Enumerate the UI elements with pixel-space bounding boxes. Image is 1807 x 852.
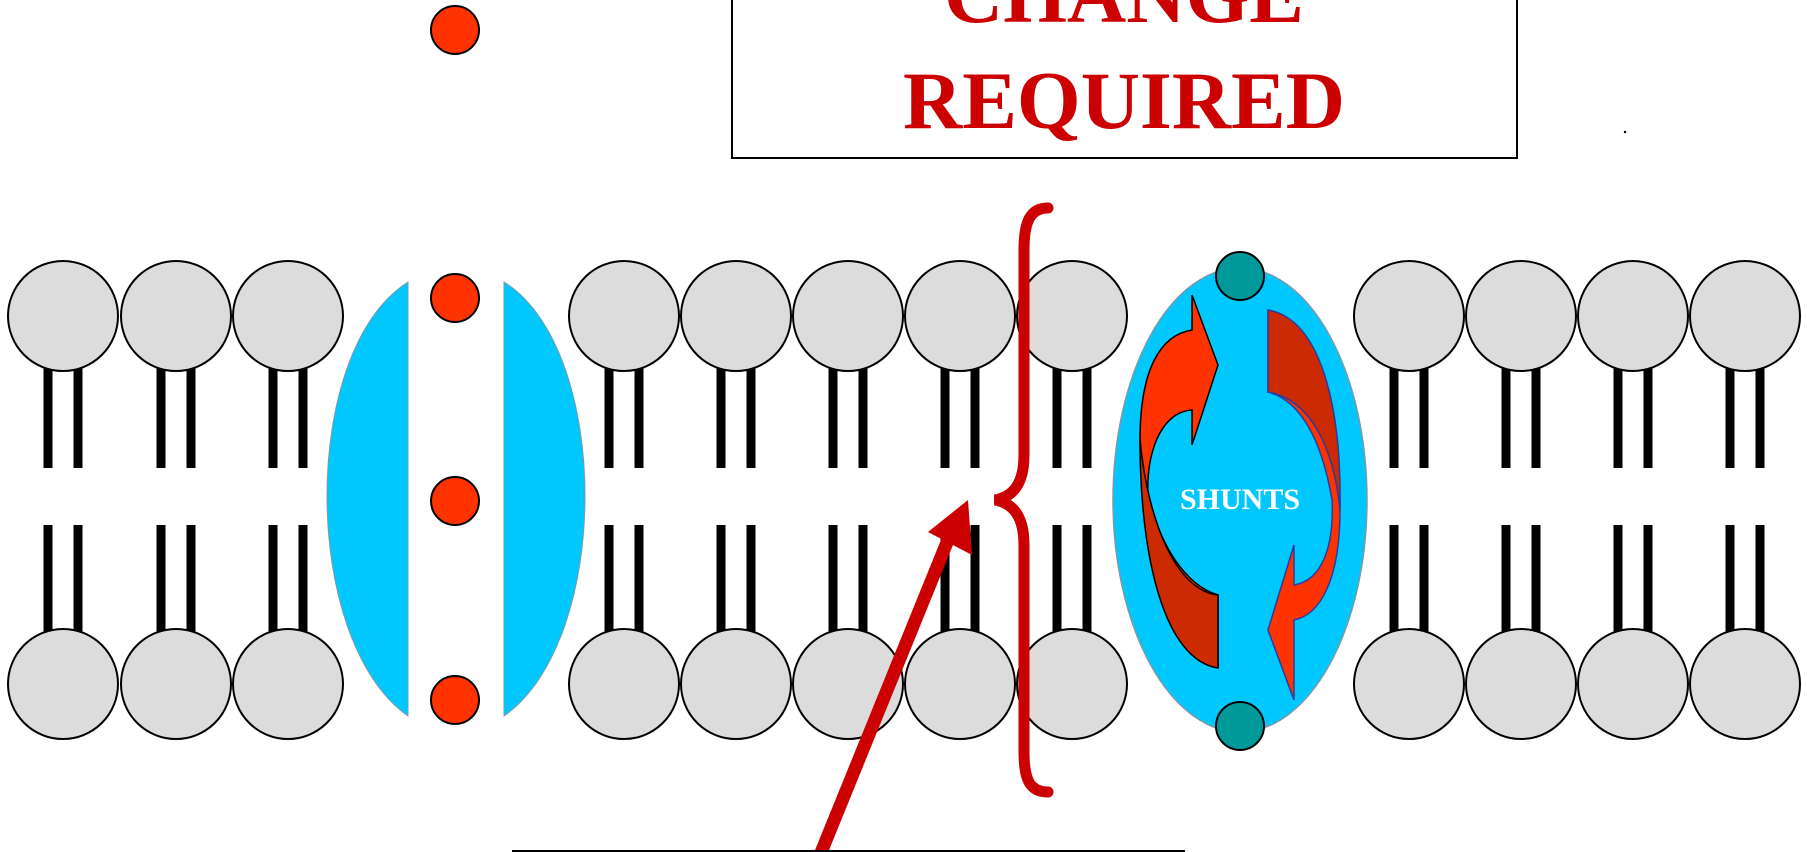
lipid-head bbox=[1465, 628, 1577, 740]
lipid-head bbox=[232, 260, 344, 372]
curly-brace bbox=[993, 202, 1054, 798]
lipid-head bbox=[1353, 628, 1465, 740]
ion-channel bbox=[326, 281, 586, 717]
shunt-arrow-up-shadow bbox=[1139, 439, 1219, 669]
lipid-head bbox=[1577, 260, 1689, 372]
lipid-head bbox=[1016, 628, 1128, 740]
lipid-head bbox=[792, 260, 904, 372]
gate-bottom bbox=[1215, 701, 1265, 751]
ion bbox=[430, 5, 480, 55]
lipid-head bbox=[568, 628, 680, 740]
shunt-label: SHUNTS bbox=[1180, 483, 1300, 516]
lipid-head bbox=[7, 260, 119, 372]
pointer-arrow-shaft bbox=[814, 532, 957, 852]
title-line-2: REQUIRED bbox=[903, 55, 1345, 146]
pointer-arrow-head bbox=[928, 500, 972, 555]
lipid-head bbox=[904, 628, 1016, 740]
shunt-transporter: SHUNTS bbox=[1112, 251, 1368, 751]
title-box-frame bbox=[731, 0, 1518, 159]
lipid-head bbox=[120, 628, 232, 740]
lipid-head bbox=[232, 628, 344, 740]
ion bbox=[430, 273, 480, 323]
lipid-head bbox=[1353, 260, 1465, 372]
lipid-bilayer bbox=[7, 260, 1801, 740]
ion bbox=[430, 675, 480, 725]
lipid-head bbox=[7, 628, 119, 740]
channel-left-half bbox=[326, 281, 409, 717]
stray-dot bbox=[1623, 130, 1627, 134]
lipid-head bbox=[680, 260, 792, 372]
lipid-head bbox=[1465, 260, 1577, 372]
lipid-head bbox=[1689, 628, 1801, 740]
lipid-head bbox=[904, 260, 1016, 372]
lipid-head bbox=[1577, 628, 1689, 740]
lipid-head bbox=[120, 260, 232, 372]
ion bbox=[430, 476, 480, 526]
gate-top bbox=[1215, 251, 1265, 301]
lipid-head bbox=[568, 260, 680, 372]
lipid-head bbox=[1689, 260, 1801, 372]
lipid-head bbox=[1016, 260, 1128, 372]
shunt-arrow-down-shadow bbox=[1267, 309, 1341, 511]
pointer-arrow bbox=[814, 500, 972, 852]
channel-ions bbox=[430, 273, 480, 725]
title-box: CHANGE REQUIRED bbox=[731, 0, 1518, 159]
lipid-head bbox=[680, 628, 792, 740]
title-line-1: CHANGE bbox=[944, 0, 1304, 40]
channel-right-half bbox=[503, 281, 586, 717]
